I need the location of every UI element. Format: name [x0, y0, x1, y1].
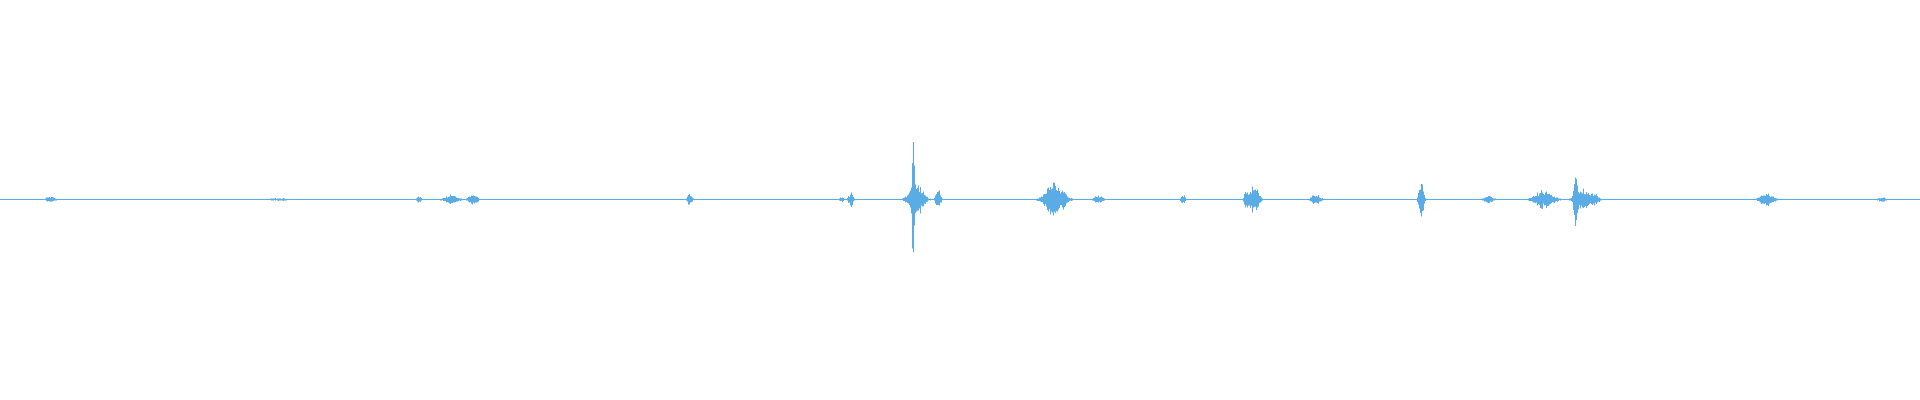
- waveform-samples: [1, 142, 1889, 253]
